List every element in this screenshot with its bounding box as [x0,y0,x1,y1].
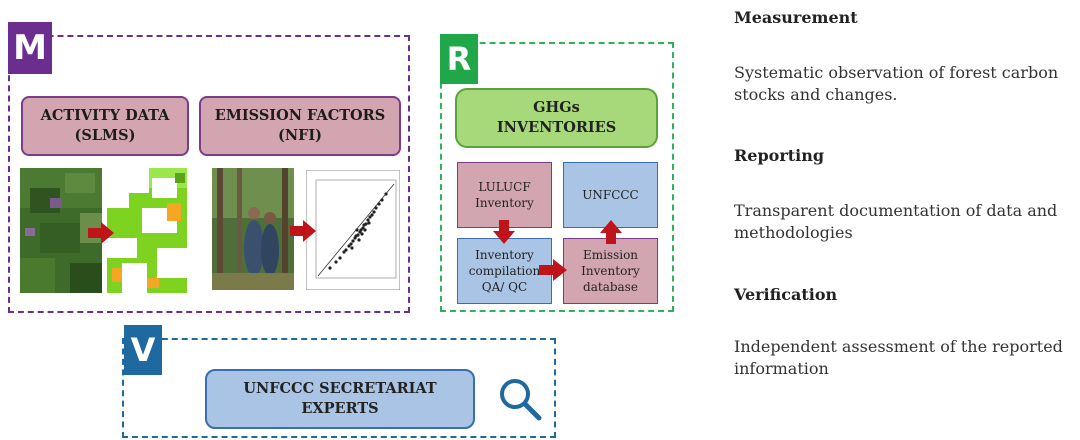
reporting-heading: Reporting [734,146,825,165]
arrow-right-icon [539,259,567,281]
arrow-right-icon [88,222,114,244]
unfccc-secretariat-experts-box: UNFCCC SECRETARIAT EXPERTS [205,369,475,429]
emission-inventory-database-box: Emission Inventory database [563,238,658,304]
reporting-description: Transparent documentation of data and me… [734,201,1058,242]
arrow-up-icon [600,220,622,244]
verification-heading: Verification [734,285,838,304]
ghg-line-2: INVENTORIES [496,119,617,136]
scatter-plot-thumbnail [306,170,400,290]
forest-photo [212,168,294,290]
emission-factors-subtitle: (NFI) [277,127,323,144]
measurement-letter-badge: M [8,22,52,74]
emission-factors-box: EMISSION FACTORS (NFI) [199,96,401,156]
lulucf-line-2: Inventory [475,196,534,210]
verification-frame [122,338,556,438]
classified-map-image [107,168,187,293]
measurement-description: Systematic observation of forest carbon … [734,63,1059,104]
arrow-down-icon [493,220,515,244]
compilation-line-1: Inventory [475,248,534,262]
satellite-image [20,168,102,293]
unfccc-box: UNFCCC [563,162,658,228]
lulucf-line-1: LULUCF [478,180,531,194]
compilation-line-2: compilation [468,264,541,278]
magnifier-icon [500,379,542,421]
database-line-3: database [583,280,638,294]
compilation-line-3: QA/ QC [481,280,528,294]
unfccc-label: UNFCCC [582,188,639,202]
ghg-inventories-box: GHGs INVENTORIES [455,88,658,148]
measurement-heading: Measurement [734,8,858,27]
reporting-frame [440,42,674,312]
activity-data-title: ACTIVITY DATA [40,107,170,124]
activity-data-subtitle: (SLMS) [74,127,136,144]
lulucf-inventory-box: LULUCF Inventory [457,162,552,228]
verification-letter-badge: V [124,325,162,375]
activity-data-box: ACTIVITY DATA (SLMS) [21,96,189,156]
reporting-letter-badge: R [440,34,478,84]
ghg-line-1: GHGs [533,99,580,116]
arrow-right-icon [290,220,316,242]
database-line-1: Emission [582,248,639,262]
verification-description: Independent assessment of the reported i… [734,337,1063,378]
secretariat-line-2: EXPERTS [301,400,379,417]
database-line-2: Inventory [581,264,640,278]
secretariat-line-1: UNFCCC SECRETARIAT [243,380,437,397]
emission-factors-title: EMISSION FACTORS [214,107,386,124]
inventory-compilation-box: Inventory compilation QA/ QC [457,238,552,304]
measurement-frame [8,35,410,313]
